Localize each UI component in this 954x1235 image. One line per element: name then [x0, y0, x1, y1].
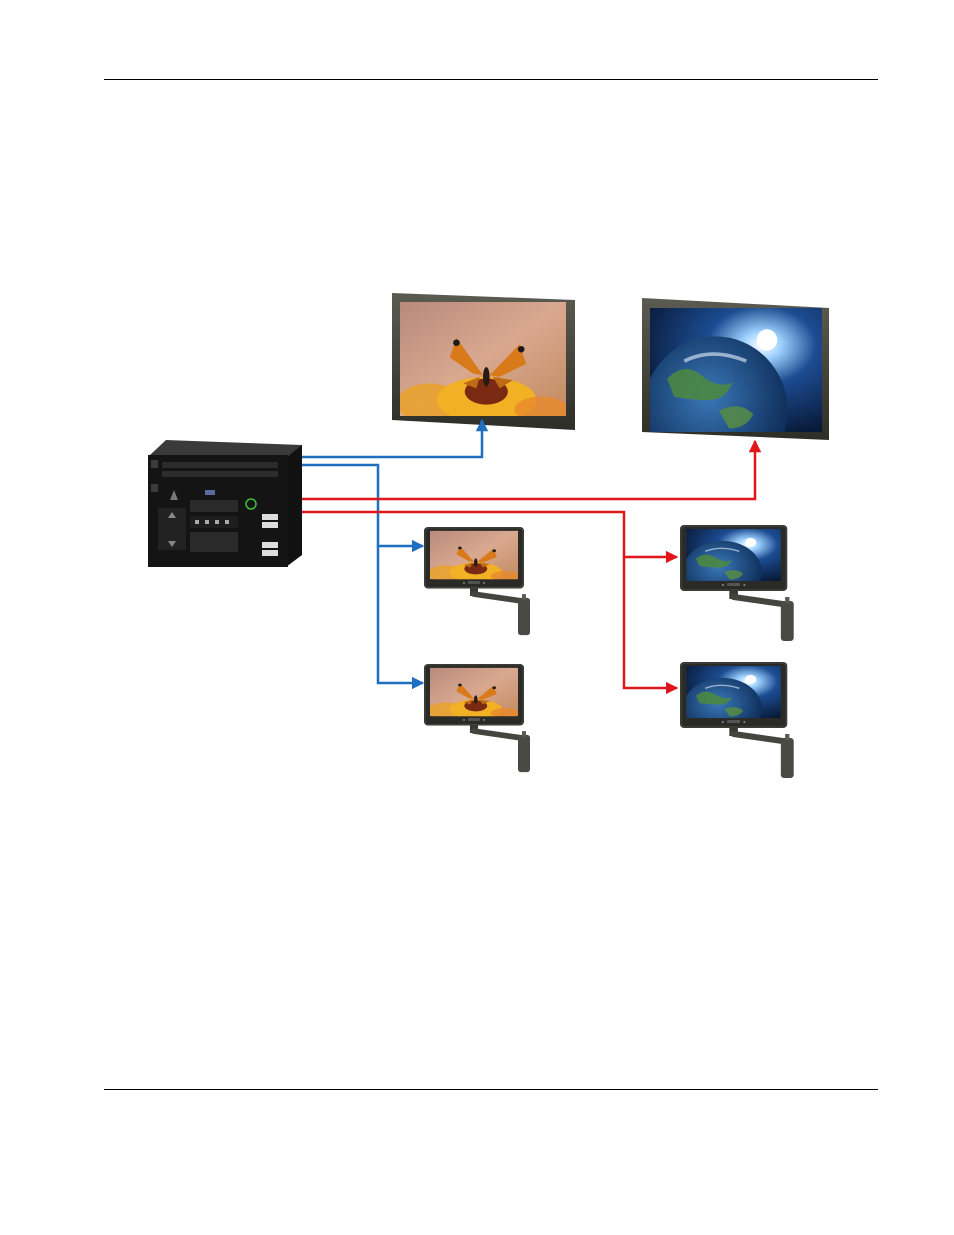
blue-path-to-arm-monitor-top: [302, 465, 423, 546]
arm-monitor-butterfly-top: [424, 527, 530, 635]
arm-monitor-earth-bottom: [680, 662, 794, 778]
media-player-device: [148, 440, 302, 567]
arm-monitor-butterfly-bottom: [424, 664, 530, 772]
large-display-butterfly: [392, 293, 575, 430]
red-path-to-arm-monitor-bottom: [624, 557, 677, 688]
blue-path-to-arm-monitor-bottom: [378, 546, 423, 683]
blue-path-to-large-display: [302, 420, 482, 457]
red-path-to-large-display: [302, 441, 755, 499]
arm-monitor-earth-top: [680, 525, 794, 641]
large-display-earth: [642, 298, 829, 485]
